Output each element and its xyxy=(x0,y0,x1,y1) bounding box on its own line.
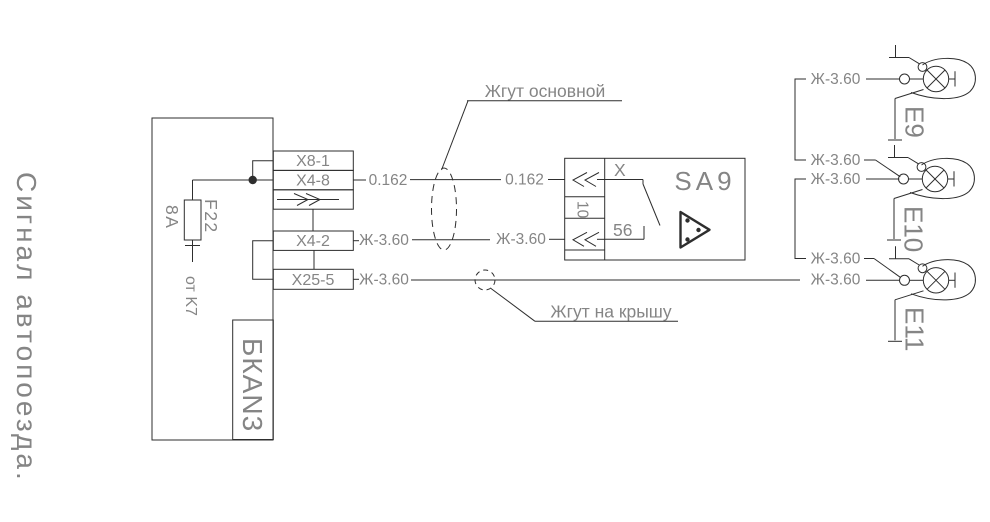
pin-x25-5-label: X25-5 xyxy=(292,272,335,289)
lamp-e11-label: E11 xyxy=(900,307,930,351)
connector-chevrons-top-icon xyxy=(571,172,605,187)
lamp-bus: Ж-3.60 Ж-3.60 Ж-3.60 Ж-3.60 xyxy=(794,71,901,278)
bka-block: БКАN3 F22 8А от K7 xyxy=(151,117,274,441)
sa9-pin-x: X xyxy=(614,160,626,180)
wire-zh-label-3: Ж-3.60 xyxy=(359,272,409,289)
lamp-e9-label: E9 xyxy=(900,106,930,138)
wire-zh-label-2: Ж-3.60 xyxy=(496,231,546,248)
wire-zh-label-1: Ж-3.60 xyxy=(359,232,409,249)
wire-row-3: Ж-3.60 Ж-3.60 xyxy=(353,272,900,289)
junction-dot xyxy=(248,175,257,185)
wire-zh-label-e10-a: Ж-3.60 xyxy=(811,152,861,169)
lamps: E9 E10 E11 xyxy=(886,44,976,351)
sa9-label: SA9 xyxy=(674,166,735,196)
sa9-pin-10: 10 xyxy=(574,201,591,219)
sa9-box xyxy=(564,157,746,261)
lamp-e10-label: E10 xyxy=(899,206,929,252)
harness-main: Жгут основной xyxy=(431,81,622,251)
wire-0162-label-1: 0.162 xyxy=(369,172,408,189)
pin-x4-8-label: X4-8 xyxy=(296,173,330,190)
triangle-icon xyxy=(679,210,711,249)
arrow-right-icon xyxy=(277,193,339,206)
harness-roof: Жгут на крышу xyxy=(474,269,678,322)
pin-x8-1-label: X8-1 xyxy=(296,153,330,170)
harness-roof-circle xyxy=(474,269,496,291)
harness-roof-label: Жгут на крышу xyxy=(550,302,671,322)
wire-zh-label-e10-b: Ж-3.60 xyxy=(811,171,861,188)
harness-main-ellipse xyxy=(431,167,457,251)
switch-sa9: 10 X 56 SA9 xyxy=(564,157,746,261)
wire-row-1: 0.162 0.162 xyxy=(353,171,565,189)
pin-x4-2-label: X4-2 xyxy=(296,233,330,250)
pin-boxes: X8-1 X4-8 X4-2 X25-5 xyxy=(272,150,354,290)
bka-label: БКАN3 xyxy=(237,338,268,432)
wire-0162-label-2: 0.162 xyxy=(505,171,544,188)
page-title: Сигнал автопоезда. xyxy=(11,172,42,483)
wire-row-2: Ж-3.60 Ж-3.60 xyxy=(353,231,565,249)
fuse-from: от K7 xyxy=(182,276,199,316)
connector-chevrons-bottom-icon xyxy=(571,231,605,247)
wire-zh-label-e11-a: Ж-3.60 xyxy=(811,251,861,268)
bka-label-box xyxy=(232,319,274,440)
wire-zh-label-e9: Ж-3.60 xyxy=(811,71,861,88)
harness-main-label: Жгут основной xyxy=(485,81,606,101)
sa9-pin-56: 56 xyxy=(613,220,632,240)
fuse-name: F22 xyxy=(201,199,221,234)
fuse-rating: 8А xyxy=(162,205,182,229)
fuse-symbol xyxy=(183,199,202,241)
wire-zh-label-e11: Ж-3.60 xyxy=(811,272,861,289)
